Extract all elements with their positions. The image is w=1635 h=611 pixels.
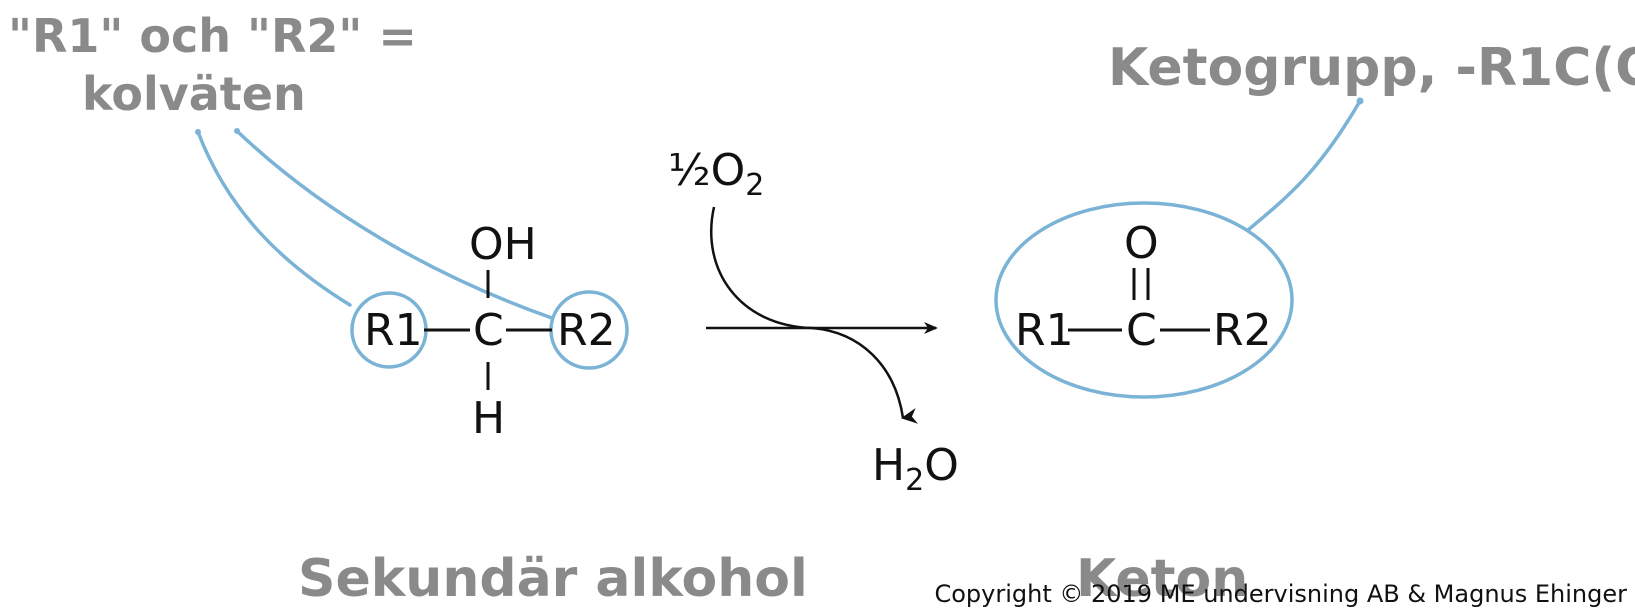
alcohol-r2-label: R2 — [557, 305, 616, 356]
copyright-notice: Copyright © 2019 ME undervisning AB & Ma… — [934, 580, 1627, 608]
ketone-r1-label: R1 — [1015, 305, 1074, 356]
pointer-dot-r2 — [234, 128, 240, 134]
pointer-line-r2 — [235, 129, 554, 320]
ketone-o-label: O — [1124, 218, 1159, 269]
r-groups-note-line2: kolväten — [82, 67, 306, 121]
pointer-line-keto — [1246, 99, 1362, 232]
byproduct-curved-arrow — [811, 326, 919, 424]
reagent-curved-arrow — [709, 206, 813, 330]
r-groups-note-line1: "R1" och "R2" = — [8, 9, 417, 63]
alcohol-r1-label: R1 — [364, 305, 423, 356]
reagent-half-o2: ½O2 — [668, 145, 764, 203]
ketone-caption: Keton — [1076, 549, 1248, 609]
pointer-dot-keto — [1356, 97, 1364, 105]
alcohol-c-label: C — [473, 305, 504, 356]
keto-group-ellipse — [994, 201, 1294, 399]
ketone-r2-label: R2 — [1213, 305, 1272, 356]
pointer-line-r1 — [196, 130, 352, 307]
alcohol-h-label: H — [472, 393, 505, 444]
keto-group-note: Ketogrupp, -R1C(O)R2- — [1108, 38, 1635, 98]
ketone-c-label: C — [1126, 305, 1157, 356]
alcohol-caption: Sekundär alkohol — [298, 549, 808, 609]
pointer-dot-r1 — [195, 129, 201, 135]
byproduct-water: H2O — [872, 440, 959, 498]
alcohol-oh-label: OH — [469, 219, 537, 270]
